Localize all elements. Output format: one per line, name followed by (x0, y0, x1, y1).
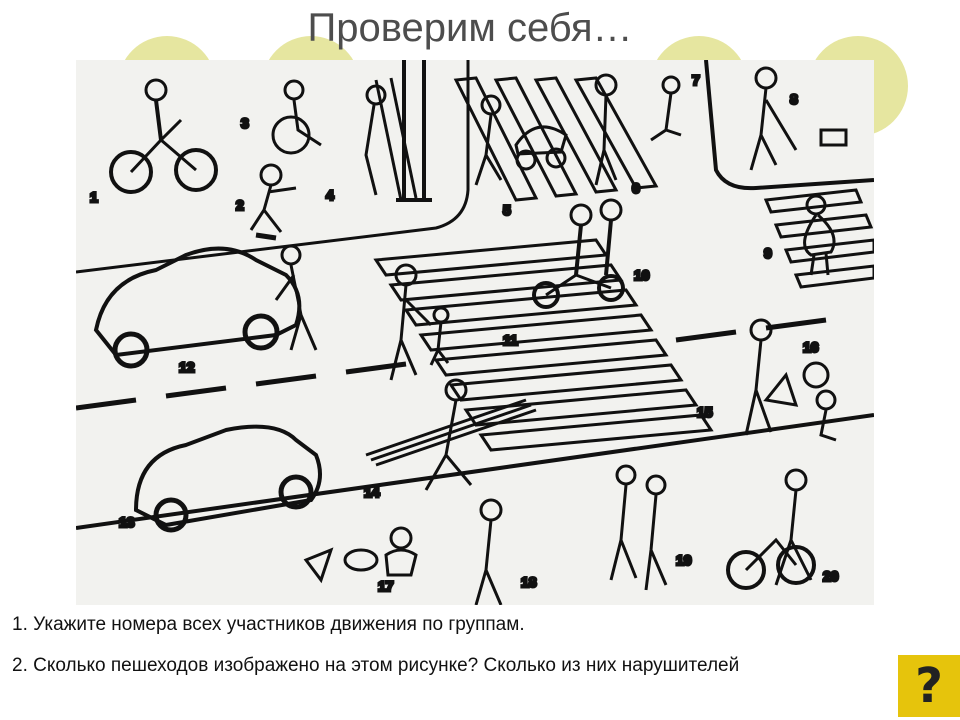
label-12: 12 (179, 359, 195, 375)
help-button[interactable]: ? (898, 655, 960, 717)
label-15: 15 (697, 404, 713, 420)
label-16: 16 (803, 339, 819, 355)
label-13: 13 (119, 514, 135, 530)
label-9: 9 (764, 245, 772, 261)
street-scene-illustration: 1 2 3 4 5 6 7 8 9 10 11 12 13 14 15 16 1… (76, 60, 874, 605)
label-14: 14 (364, 484, 380, 500)
label-18: 18 (521, 574, 537, 590)
label-11: 11 (503, 332, 518, 348)
label-3: 3 (241, 115, 249, 131)
label-20: 20 (823, 568, 839, 584)
question-mark-icon: ? (915, 658, 943, 714)
label-7: 7 (692, 72, 700, 88)
label-6: 6 (632, 180, 640, 196)
question-1: 1. Укажите номера всех участников движен… (12, 614, 525, 635)
label-4: 4 (326, 187, 334, 203)
slide-title: Проверим себя… (307, 6, 633, 50)
label-19: 19 (676, 552, 692, 568)
label-1: 1 (90, 189, 98, 205)
label-2: 2 (236, 197, 244, 213)
label-5: 5 (503, 202, 511, 218)
label-8: 8 (790, 91, 798, 107)
question-2: 2. Сколько пешеходов изображено на этом … (12, 655, 740, 676)
label-10: 10 (634, 267, 650, 283)
label-17: 17 (378, 578, 394, 594)
